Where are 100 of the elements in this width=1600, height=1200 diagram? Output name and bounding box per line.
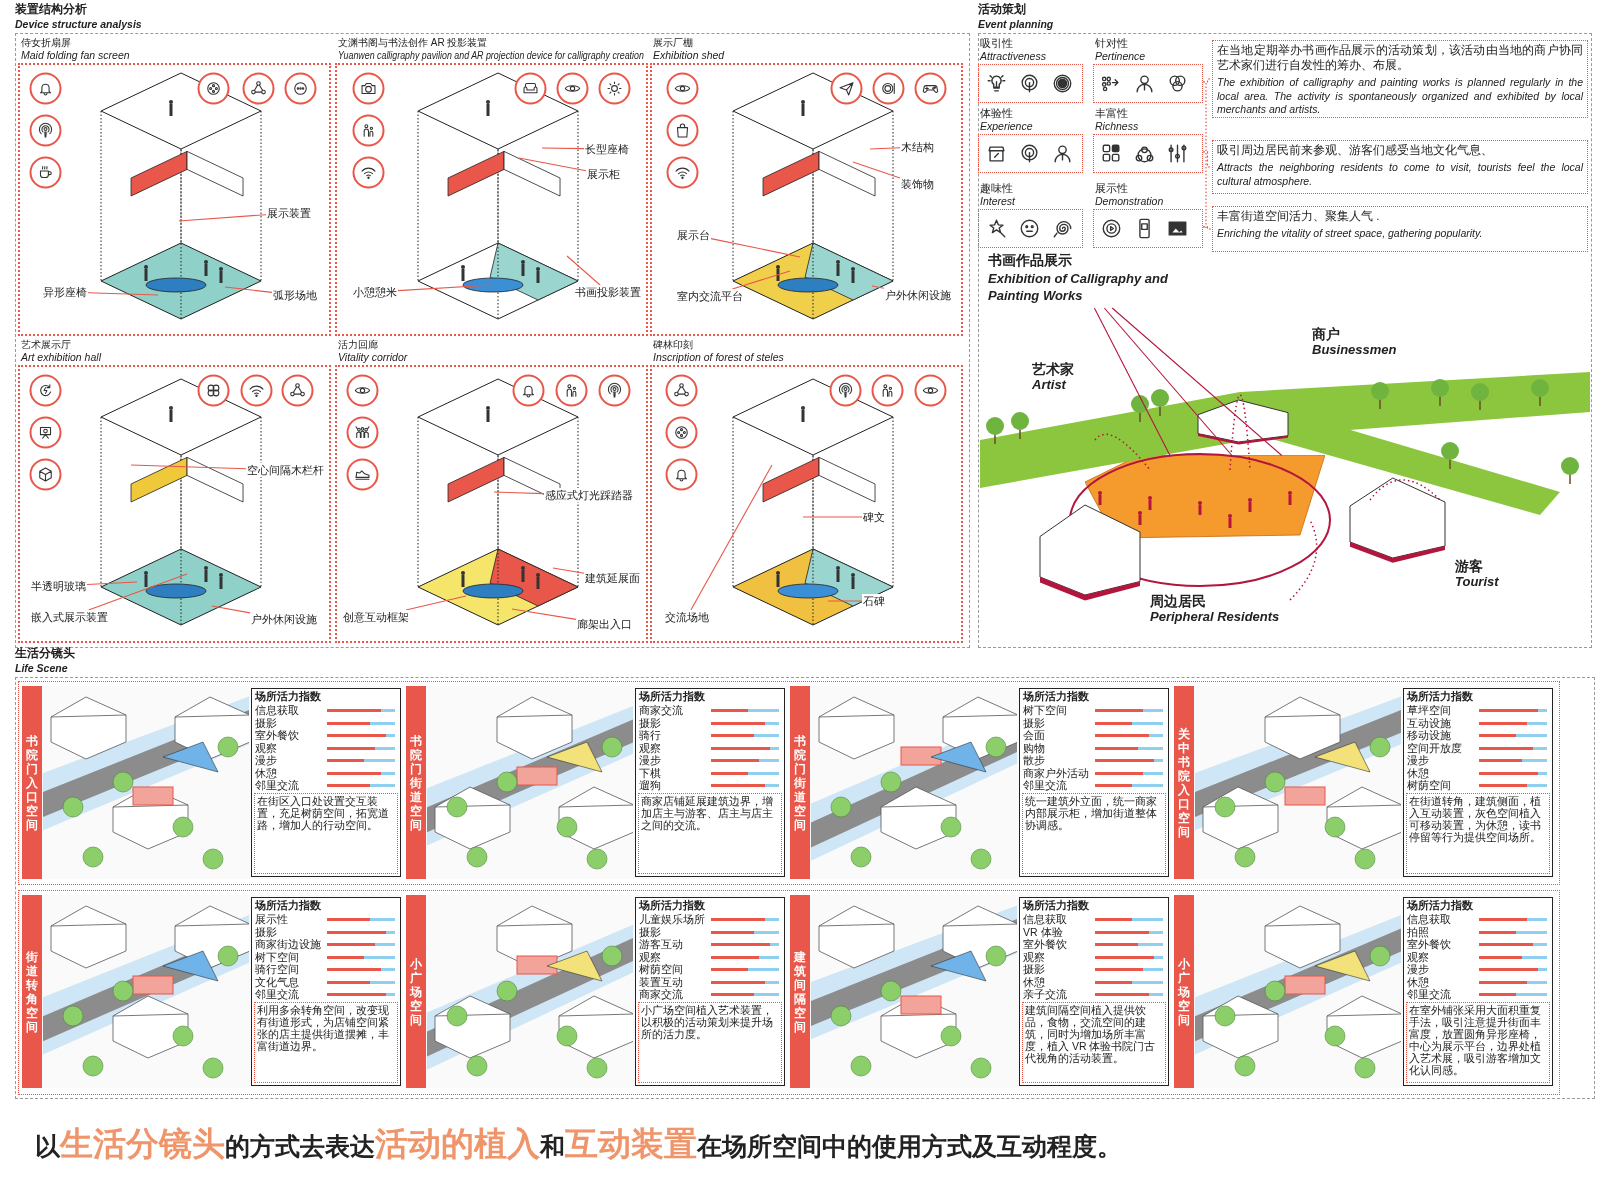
index-panel xyxy=(1019,897,1169,1086)
leader-line xyxy=(710,238,801,258)
leader-line xyxy=(86,581,138,586)
panel-subtitle: Exhibition shed xyxy=(653,49,725,62)
leader-line xyxy=(493,491,545,495)
scene-title: 小广场空间 xyxy=(409,956,423,1027)
leader-line xyxy=(541,147,585,150)
index-item: 文化气息 xyxy=(255,975,299,988)
connector-line xyxy=(1202,226,1213,230)
index-item: 休憩 xyxy=(1407,975,1429,988)
leader-line xyxy=(869,147,901,150)
index-item: 商家户外活动 xyxy=(1023,766,1089,779)
leader-line xyxy=(802,516,863,518)
callout-label: 展示柜 xyxy=(586,167,621,181)
scene-panel xyxy=(406,895,787,1088)
panel-subtitle: Vitality corridor xyxy=(338,351,408,364)
index-item: 树下空间 xyxy=(255,950,299,963)
connector-line xyxy=(1093,307,1171,457)
group-subtitle: Artist xyxy=(1032,378,1066,393)
connector-line xyxy=(1202,78,1213,83)
panel-title: 艺术展示厅 xyxy=(21,339,71,351)
scene-title: 街道转角空间 xyxy=(25,949,39,1034)
group-label: 周边居民 xyxy=(1150,593,1206,610)
category-title: 针对性 xyxy=(1095,37,1128,50)
paragraph-text: 吸引周边居民前来参观、游客们感受当地文化气息、 xyxy=(1217,143,1494,158)
scene-panel xyxy=(22,686,403,879)
callout-label: 感应式灯光踩踏器 xyxy=(544,488,634,502)
section-title: 生活分镜头 xyxy=(15,647,75,661)
description-text: 利用多余转角空间，改变现有街道形式，为店铺空间紧张的店主提供街道摆摊，丰富街道边界。 xyxy=(254,1002,398,1083)
connector-line xyxy=(1111,307,1283,457)
paragraph-text: 丰富街道空间活力、聚集人气 . xyxy=(1217,209,1381,224)
description-text: 统一建筑外立面，统一商家内部展示柜，增加街道整体协调感。 xyxy=(1022,793,1166,874)
index-panel xyxy=(251,688,401,877)
leader-line xyxy=(871,285,885,289)
index-item: 亲子交流 xyxy=(1023,988,1067,1001)
category-title: 体验性 xyxy=(980,107,1013,120)
leader-line xyxy=(566,255,601,286)
section-subtitle: Life Scene xyxy=(15,662,68,675)
callout-label: 书画投影装置 xyxy=(574,285,642,299)
section-subtitle: Event planning xyxy=(978,18,1054,31)
index-heading: 场所活力指数 xyxy=(1407,690,1473,703)
leader-line xyxy=(731,270,791,290)
paragraph-text: Enriching the vitality of street space, gathering popularity. xyxy=(1217,227,1484,241)
index-item: 信息获取 xyxy=(255,704,299,717)
index-item: 室外餐饮 xyxy=(1023,938,1067,951)
leader-line xyxy=(130,464,247,470)
exhibit-subtitle: Exhibition of Calligraphy and Painting Works xyxy=(988,270,1168,304)
scene-title: 建筑间隔空间 xyxy=(793,949,807,1034)
index-item: 树荫空间 xyxy=(1407,779,1451,792)
index-panel xyxy=(635,688,785,877)
callout-label: 石碑 xyxy=(862,594,886,608)
index-item: 漫步 xyxy=(1407,963,1429,976)
index-panel xyxy=(1019,688,1169,877)
index-item: 展示性 xyxy=(255,913,288,926)
index-item: 休憩 xyxy=(1407,766,1429,779)
paragraph-text: Attracts the neighboring residents to come to visit, tourists feel the local cultural atmosphere. xyxy=(1217,161,1583,188)
callout-label: 小憩憩米 xyxy=(352,285,398,299)
index-heading: 场所活力指数 xyxy=(255,690,321,703)
leader-line xyxy=(852,161,901,179)
callout-label: 建筑延展面 xyxy=(584,571,641,585)
description-text: 在室外铺张采用大面积重复手法，吸引注意提升街面丰富度，放置圆角异形座椅，中心为展示平台，边界处植入艺术展，吸引游客增加文化认同感。 xyxy=(1406,1002,1550,1083)
callout-label: 户外休闲设施 xyxy=(250,612,318,626)
index-item: 摄影 xyxy=(255,925,277,938)
scene-panel xyxy=(22,895,403,1088)
index-item: 摄影 xyxy=(1023,716,1045,729)
index-item: 骑行空间 xyxy=(255,963,299,976)
index-item: 观察 xyxy=(255,741,277,754)
index-item: 观察 xyxy=(1023,950,1045,963)
index-item: 拍照 xyxy=(1407,925,1429,938)
leader-line xyxy=(511,608,577,620)
index-item: 儿童娱乐场所 xyxy=(639,913,705,926)
group-subtitle: Tourist xyxy=(1455,575,1499,590)
leader-line xyxy=(178,214,267,222)
index-item: 摄影 xyxy=(639,925,661,938)
callout-label: 空心间隔木栏杆 xyxy=(246,463,325,477)
leader-line xyxy=(224,286,273,293)
panel-subtitle: Maid folding fan screen xyxy=(21,49,130,62)
section-subtitle: Device structure analysis xyxy=(15,18,142,31)
index-item: 遛狗 xyxy=(639,779,661,792)
index-item: 下棋 xyxy=(639,766,661,779)
index-panel xyxy=(635,897,785,1086)
callout-label: 半透明玻璃 xyxy=(30,579,87,593)
category-subtitle: Demonstration xyxy=(1095,195,1164,208)
callout-label: 长型座椅 xyxy=(584,142,630,156)
index-item: 漫步 xyxy=(255,754,277,767)
category-title: 趣味性 xyxy=(980,182,1013,195)
panel-subtitle: Yuanwen calligraphy pavilion and AR projection device for calligraphy creation xyxy=(338,49,644,62)
category-subtitle: Pertinence xyxy=(1095,50,1146,63)
callout-label: 室内交流平台 xyxy=(676,289,744,303)
index-item: 室外餐饮 xyxy=(255,729,299,742)
leader-line xyxy=(552,567,585,574)
callout-label: 异形座椅 xyxy=(42,285,88,299)
text-box xyxy=(1212,206,1588,252)
index-item: 邻里交流 xyxy=(1023,779,1067,792)
index-panel xyxy=(1403,688,1553,877)
category-title: 展示性 xyxy=(1095,182,1128,195)
callout-label: 户外休闲设施 xyxy=(884,288,952,302)
callout-label: 碑文 xyxy=(862,510,886,524)
index-item: 购物 xyxy=(1023,741,1045,754)
callout-label: 展示装置 xyxy=(266,206,312,220)
